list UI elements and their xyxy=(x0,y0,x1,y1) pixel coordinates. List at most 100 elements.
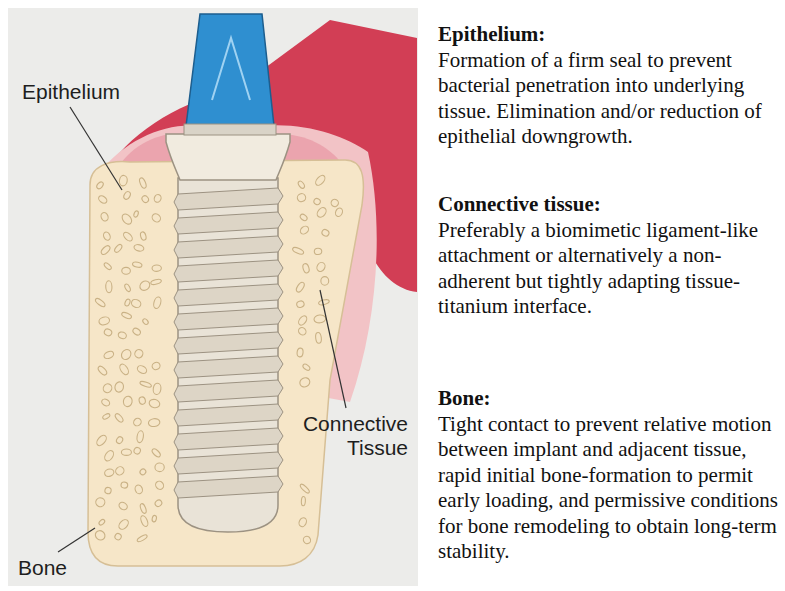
thread xyxy=(174,476,283,498)
bone-pore xyxy=(299,483,310,494)
abutment-seat xyxy=(184,124,276,135)
bone-pore xyxy=(315,206,328,219)
bone-pore xyxy=(133,348,144,359)
bone-pore xyxy=(318,299,330,306)
bone-pore xyxy=(299,225,310,236)
thread xyxy=(174,260,283,282)
thread xyxy=(174,332,283,354)
bone-pore xyxy=(119,175,128,186)
thread xyxy=(174,428,283,450)
bone-pore xyxy=(153,383,162,395)
bone-pore xyxy=(314,314,327,323)
bone-pore xyxy=(330,198,340,208)
bone-pore xyxy=(106,281,113,293)
part-label: Bone xyxy=(18,556,98,580)
bone-pore xyxy=(94,297,106,308)
bone xyxy=(88,160,363,566)
bone-pore xyxy=(314,174,327,187)
bone-pore xyxy=(321,277,329,286)
bone-pore xyxy=(148,398,160,409)
bone-pore xyxy=(313,197,322,205)
bone-pore xyxy=(94,496,106,508)
bone-pore xyxy=(155,463,165,472)
bone-pore xyxy=(130,298,142,309)
bone-pore xyxy=(151,361,161,371)
bone-pore xyxy=(117,331,127,340)
bone-pore xyxy=(121,482,128,489)
leader-line xyxy=(320,290,346,408)
bone-pore xyxy=(98,316,111,326)
bone-pore xyxy=(133,210,139,217)
thread xyxy=(174,212,283,234)
section-heading: Epithelium: xyxy=(438,22,780,48)
bone-pore xyxy=(142,318,150,326)
bone-pore xyxy=(297,180,306,189)
bone-pore xyxy=(151,212,163,224)
bone-pore xyxy=(114,465,126,477)
abutment-facet xyxy=(212,38,250,100)
bone-pore xyxy=(122,267,131,274)
bone-pore xyxy=(297,326,307,336)
bone-pore xyxy=(133,446,141,454)
thread xyxy=(174,380,283,402)
bone-pore xyxy=(97,194,108,204)
bone-pore xyxy=(103,328,113,337)
bone-pore xyxy=(315,332,322,343)
implant-threads xyxy=(174,188,283,498)
implant-collar xyxy=(166,134,290,180)
bone-pore xyxy=(141,195,150,204)
thread xyxy=(174,236,283,258)
bone-pore xyxy=(297,348,304,357)
thread xyxy=(174,284,283,306)
bone-pore xyxy=(299,213,308,222)
leader-line xyxy=(70,107,122,190)
bone-pore xyxy=(122,395,133,407)
bone-pore xyxy=(138,177,147,189)
bone-pore xyxy=(122,231,134,243)
bone-pore xyxy=(117,518,130,531)
bone-pore xyxy=(140,231,147,241)
bone-pore xyxy=(138,279,152,292)
bone-pore xyxy=(301,496,305,506)
bone-pore xyxy=(120,212,133,226)
bone-pore xyxy=(101,398,111,407)
bone-pore xyxy=(132,417,143,428)
thread xyxy=(174,308,283,330)
bone-pore xyxy=(150,278,162,285)
bone-pore xyxy=(103,262,112,271)
leader-line xyxy=(58,528,95,552)
bone-pore xyxy=(132,327,142,336)
bone-pore xyxy=(104,487,111,495)
bone-pore xyxy=(296,192,307,203)
bone-pore xyxy=(148,418,160,427)
bone-pore xyxy=(134,484,144,495)
bone-pore xyxy=(136,364,148,375)
bone-pore xyxy=(295,281,306,293)
bone-pore xyxy=(153,193,162,203)
bone-pore xyxy=(124,283,132,292)
bone-pore xyxy=(102,231,111,241)
section-text: Formation of a firm seal to prevent bact… xyxy=(438,48,780,150)
thread xyxy=(174,452,283,474)
bone-pore xyxy=(114,412,124,423)
bone-pore xyxy=(152,296,162,309)
bone-pore xyxy=(95,434,108,448)
thread xyxy=(174,188,283,210)
bone-pore xyxy=(298,376,311,389)
bone-pore xyxy=(103,449,115,463)
bone-pore xyxy=(296,300,305,308)
thread xyxy=(174,356,283,378)
bone-pore xyxy=(104,468,115,478)
bone-pore xyxy=(151,515,157,522)
bone-pore xyxy=(114,532,123,541)
illustration-panel xyxy=(8,8,418,586)
bone-pore xyxy=(113,243,123,253)
bone-pore xyxy=(98,519,106,526)
part-label: Connective Tissue xyxy=(286,412,408,460)
bone-pore xyxy=(121,311,132,319)
bone-pore xyxy=(102,382,114,394)
bone-pore xyxy=(151,448,162,459)
bone-pore xyxy=(136,534,148,543)
bone-pore xyxy=(118,363,130,376)
